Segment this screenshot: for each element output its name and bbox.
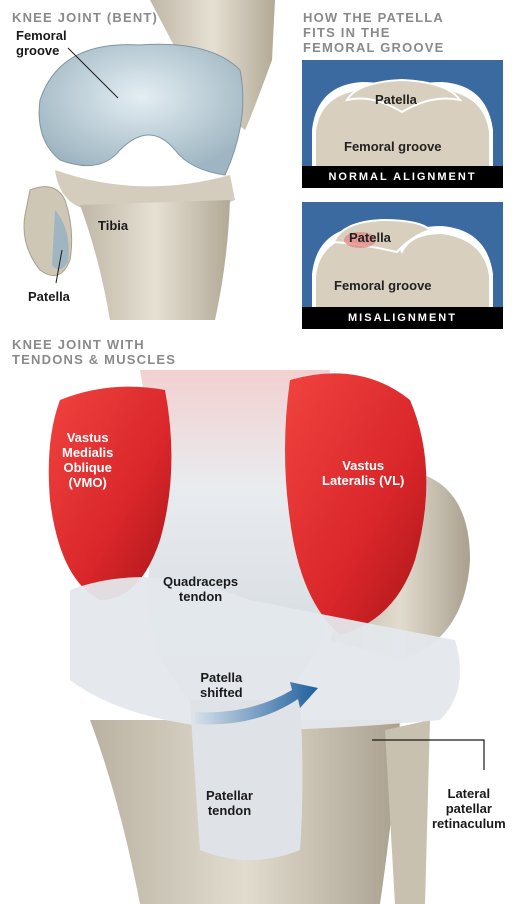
vmo-label: Vastus Medialis Oblique (VMO) (62, 430, 113, 490)
quadriceps-tendon-label: Quadraceps tendon (163, 574, 238, 604)
retinaculum-label: Lateral patellar retinaculum (432, 786, 506, 831)
patellar-tendon-label: Patellar tendon (206, 788, 253, 818)
fibula (385, 720, 430, 904)
vl-label: Vastus Lateralis (VL) (322, 458, 404, 488)
patella-shifted-label: Patella shifted (200, 670, 243, 700)
